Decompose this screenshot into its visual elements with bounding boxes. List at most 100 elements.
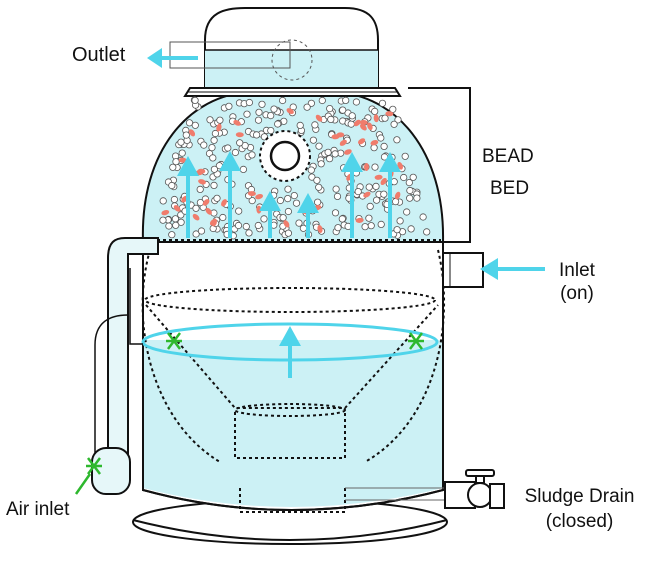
debris-particle	[353, 119, 361, 127]
bead	[290, 192, 298, 200]
debris-particle	[211, 218, 217, 227]
bead	[396, 217, 404, 225]
debris-particle	[363, 191, 371, 198]
bead	[391, 198, 400, 206]
debris-particle	[205, 207, 212, 215]
air-jets	[74, 332, 424, 495]
bead	[213, 194, 221, 202]
bead	[168, 231, 176, 239]
sludge-drain-label-line2: (closed)	[545, 511, 614, 532]
bead	[406, 186, 414, 195]
bead	[409, 173, 417, 181]
bead	[165, 222, 173, 230]
bead	[270, 105, 278, 113]
debris-particle	[397, 162, 404, 170]
bead	[253, 131, 261, 139]
flow-arrow	[297, 193, 319, 238]
bead	[331, 150, 339, 158]
sludge-drain-valve	[345, 469, 505, 509]
bead	[403, 208, 411, 216]
bead	[361, 223, 369, 231]
bead	[299, 224, 307, 232]
bead	[210, 181, 218, 189]
debris-particle	[380, 177, 387, 186]
bead	[296, 121, 304, 130]
bead	[400, 173, 408, 182]
debris-particle	[374, 174, 383, 180]
bead	[317, 160, 325, 168]
bead	[225, 102, 233, 110]
bead	[235, 207, 243, 215]
debris-particle	[161, 209, 170, 216]
bead-bed-label-line1: BEAD	[482, 146, 534, 167]
bead	[295, 219, 303, 227]
bead	[371, 163, 379, 171]
debris-particle	[315, 114, 323, 122]
bead	[339, 106, 347, 114]
bead	[236, 139, 244, 147]
bead	[348, 112, 356, 120]
bead	[309, 136, 317, 144]
bead	[234, 221, 243, 230]
bead	[331, 209, 340, 217]
bead	[334, 224, 342, 232]
bead	[172, 158, 180, 166]
debris-particle	[198, 179, 206, 185]
debris-particle	[355, 217, 364, 223]
bead	[371, 107, 379, 116]
bead	[182, 131, 190, 139]
outlet-lid	[169, 7, 402, 97]
bead	[177, 218, 185, 226]
lower-tank-body	[142, 241, 444, 511]
debris-particle	[317, 225, 323, 233]
debris-particle	[256, 205, 262, 214]
debris-particle	[216, 123, 222, 132]
bead	[185, 119, 194, 127]
bead	[284, 207, 292, 216]
bead	[405, 179, 413, 187]
inlet-arrow	[480, 258, 545, 280]
bead	[393, 226, 401, 234]
bead	[380, 142, 388, 150]
debris-particle	[358, 138, 366, 145]
debris-particle	[188, 129, 196, 137]
debris-particle	[233, 120, 241, 126]
bead	[366, 202, 374, 210]
bead	[210, 165, 218, 173]
bead	[347, 120, 355, 128]
debris-particle	[339, 139, 347, 146]
debris-particle	[221, 199, 227, 207]
debris-particle	[360, 123, 367, 131]
bead	[196, 199, 204, 207]
bead	[224, 144, 232, 152]
bead	[178, 149, 186, 157]
bead	[274, 120, 282, 128]
bead	[342, 96, 350, 105]
bead	[248, 151, 256, 159]
flow-arrow	[279, 326, 301, 378]
bead	[311, 121, 319, 129]
bead-media	[159, 96, 431, 240]
bead	[377, 220, 385, 228]
bead	[365, 183, 373, 191]
bead	[292, 199, 301, 207]
bead	[326, 105, 334, 113]
bead	[159, 216, 167, 224]
bead	[365, 214, 373, 222]
bead	[313, 198, 322, 206]
bead	[284, 185, 292, 193]
bead	[390, 120, 398, 128]
debris-particle	[394, 191, 401, 200]
debris-particle	[331, 134, 340, 140]
flow-arrow	[177, 156, 199, 238]
air-inlet-pipe	[91, 237, 159, 495]
bead	[278, 96, 287, 105]
bead	[211, 129, 219, 138]
bead	[325, 155, 334, 163]
bead	[191, 121, 199, 129]
bead	[254, 116, 263, 124]
bead	[327, 115, 335, 124]
bead	[332, 185, 340, 193]
debris-particle	[286, 108, 294, 115]
bead	[219, 213, 227, 222]
